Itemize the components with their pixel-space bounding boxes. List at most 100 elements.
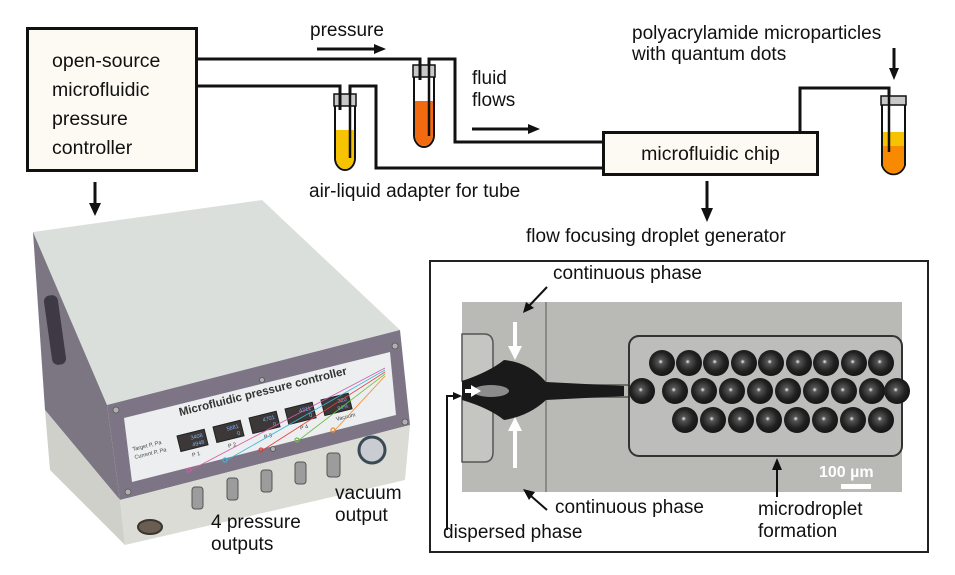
microdroplet-formation-label: microdroplet formation <box>758 499 863 543</box>
continuous-top-pointer <box>523 286 548 313</box>
microdroplet-line-1: microdroplet <box>758 499 863 520</box>
controller-line-3: pressure <box>52 108 128 130</box>
microdroplet-pointer <box>772 458 782 497</box>
microdroplet-20 <box>672 407 698 433</box>
pressure-outputs-line-2: outputs <box>211 534 274 555</box>
vacuum-output-line-2: output <box>335 505 388 526</box>
microdroplet-10 <box>629 378 655 404</box>
chip-down-arrow <box>701 181 713 222</box>
fluid-flows-line-1: fluid <box>472 68 507 89</box>
trace-line-4 <box>298 373 386 441</box>
microdroplet-13 <box>719 378 745 404</box>
pressure-controller-device: Microfluidic pressure controller Target … <box>33 200 410 545</box>
inlet-channel-bottom <box>461 396 494 463</box>
channel-name: P 4 <box>300 424 309 432</box>
vacuum-connector <box>357 435 387 465</box>
orange-tube <box>412 62 436 148</box>
microdroplet-8 <box>841 350 867 376</box>
scale-bar-label: 100 µm <box>819 464 874 481</box>
microdroplet-9 <box>868 350 894 376</box>
output-connector-5 <box>326 452 341 478</box>
microdroplet-1 <box>649 350 675 376</box>
yellow-tube <box>333 92 357 171</box>
fluid-flows-label: fluid flows <box>472 68 515 112</box>
display-target-value: 4701 <box>262 415 275 424</box>
microdroplet-11 <box>662 378 688 404</box>
microdroplet-27 <box>868 407 894 433</box>
microdroplet-7 <box>813 350 839 376</box>
microdroplet-24 <box>784 407 810 433</box>
microdroplet-21 <box>700 407 726 433</box>
controller-line-4: controller <box>52 137 133 159</box>
trace-line-3 <box>262 371 386 451</box>
jet-highlight <box>473 385 509 397</box>
power-socket <box>137 519 163 535</box>
dispersed-phase-label: dispersed phase <box>443 522 583 543</box>
output-connector-2 <box>226 477 239 501</box>
channel-traces <box>186 367 386 473</box>
continuous-flow-arrow-up <box>508 417 522 468</box>
microdroplet-6 <box>786 350 812 376</box>
pressure-output-connectors <box>191 452 341 510</box>
pressure-outputs-line-1: 4 pressure <box>211 512 301 533</box>
side-handle <box>43 295 67 365</box>
device-base-side <box>45 410 125 545</box>
channel-name: Vacuum <box>336 412 357 423</box>
dispersed-jet <box>462 360 624 420</box>
microdroplet-3 <box>703 350 729 376</box>
schematic-connections <box>89 44 907 222</box>
output-connector-3 <box>260 469 273 493</box>
microdroplet-19 <box>884 378 910 404</box>
trace-line-2 <box>226 369 386 461</box>
output-connector-1 <box>191 486 204 510</box>
continuous-bottom-pointer <box>523 489 548 511</box>
fluid-flows-arrow <box>472 124 540 134</box>
display-target-value: 5681 <box>226 424 239 433</box>
trace-line-1 <box>190 367 386 471</box>
display-screen <box>212 419 245 444</box>
microdroplet-12 <box>691 378 717 404</box>
micrograph: 100 µm <box>446 286 910 530</box>
controller-box: open-source microfluidic pressure contro… <box>26 27 198 172</box>
pressure-label: pressure <box>310 20 384 41</box>
display-current-value: 0 <box>273 422 277 429</box>
pressure-line-yellow <box>198 84 342 98</box>
controller-line-1: open-source <box>52 50 161 72</box>
scale-bar <box>841 484 871 489</box>
device-lid <box>33 200 400 405</box>
display-screen <box>176 428 209 453</box>
particles-line-2: with quantum dots <box>632 44 787 65</box>
controller-down-arrow <box>89 182 101 216</box>
controller-box-label: open-source microfluidic pressure contro… <box>52 47 160 163</box>
display-target-value: 320 <box>337 397 347 405</box>
microdroplet-25 <box>812 407 838 433</box>
output-connector-4 <box>294 461 307 485</box>
microdroplet-26 <box>840 407 866 433</box>
channel-name: P 1 <box>192 451 201 459</box>
adapter-label: air-liquid adapter for tube <box>309 181 521 202</box>
vacuum-output-line-1: vacuum <box>335 483 402 504</box>
particles-line-1: polyacrylamide microparticles <box>632 23 882 44</box>
dispersed-pointer <box>446 392 462 530</box>
display-current-value: 0 <box>309 413 313 420</box>
display-current-value: 94% <box>337 404 349 413</box>
pressure-arrow <box>317 44 386 54</box>
microdroplet-2 <box>676 350 702 376</box>
trace-line-5 <box>334 375 386 431</box>
channel-name: P 2 <box>228 442 237 450</box>
microdroplets <box>629 350 910 433</box>
microdroplet-23 <box>756 407 782 433</box>
microdroplet-15 <box>775 378 801 404</box>
microdroplet-4 <box>731 350 757 376</box>
pressure-line-orange <box>198 57 422 72</box>
continuous-phase-top-label: continuous phase <box>553 263 702 284</box>
microdroplet-5 <box>758 350 784 376</box>
fluid-flows-line-2: flows <box>472 90 516 111</box>
dispersed-flow-arrow <box>465 385 481 397</box>
microdroplet-18 <box>859 378 885 404</box>
particles-label: polyacrylamide microparticles with quant… <box>632 23 881 65</box>
chip-label: microfluidic chip <box>641 143 780 165</box>
